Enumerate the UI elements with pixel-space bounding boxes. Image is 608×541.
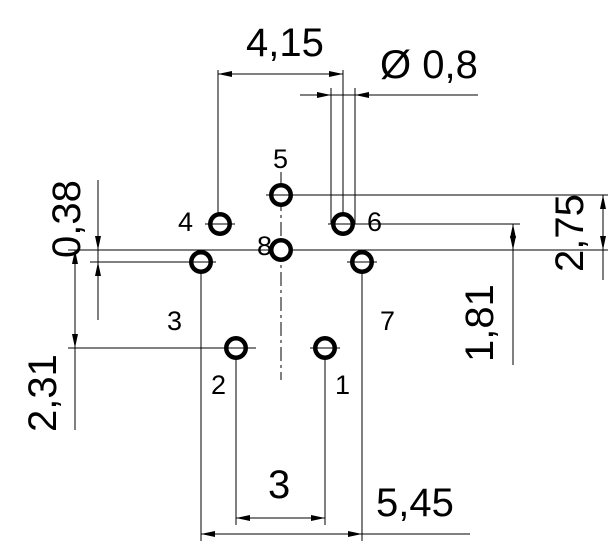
arrow-5-45-right [348, 531, 362, 537]
dim-label-4-15: 4,15 [246, 21, 324, 65]
pin-label-5: 5 [273, 144, 288, 174]
arrow-0-38-top [95, 236, 101, 250]
pin-label-4: 4 [178, 207, 193, 237]
arrow-0-38-bottom [95, 262, 101, 276]
dim-label-2-31: 2,31 [21, 354, 65, 432]
hole-pin-7 [347, 250, 377, 274]
hole-pin-1 [310, 336, 340, 360]
arrow-2-75-top [600, 195, 606, 209]
dimension-labels: 4,15 Ø 0,8 3 5,45 0,38 2,75 1,81 2,31 [21, 21, 592, 525]
arrow-3-right [311, 515, 325, 521]
arrow-1-81-bottom [510, 236, 516, 250]
arrow-dia-left [317, 92, 331, 98]
hole-pin-8 [269, 238, 293, 262]
pin-label-6: 6 [367, 207, 382, 237]
dim-label-2-75: 2,75 [548, 194, 592, 272]
arrow-4-15-right [329, 71, 343, 77]
pin-labels: 5 4 6 8 3 7 2 1 [167, 144, 395, 400]
dim-label-5-45: 5,45 [376, 481, 454, 525]
arrow-1-81-top [510, 224, 516, 238]
hole-pin-6 [328, 212, 358, 236]
hole-pin-2 [221, 336, 256, 360]
dimension-lines [72, 71, 606, 537]
extension-lines [68, 70, 608, 541]
dim-label-0-38: 0,38 [45, 180, 89, 258]
dim-label-3: 3 [268, 463, 290, 507]
arrow-3-left [236, 515, 250, 521]
arrow-2-31-bottom [72, 334, 78, 348]
dim-label-1-81: 1,81 [458, 284, 502, 362]
arrow-4-15-left [218, 71, 232, 77]
hole-pin-4 [205, 212, 235, 236]
pin-label-8: 8 [257, 231, 272, 261]
arrow-2-75-bottom [600, 236, 606, 250]
arrow-dia-right [355, 92, 369, 98]
pin-label-1: 1 [335, 370, 350, 400]
arrow-5-45-left [201, 531, 215, 537]
hole-pin-3 [186, 250, 216, 274]
hole-pin-5 [266, 183, 296, 207]
pin-label-2: 2 [211, 370, 226, 400]
pin-label-7: 7 [380, 306, 395, 336]
dim-label-diameter: Ø 0,8 [380, 43, 478, 87]
pin-holes [186, 183, 377, 360]
pin-label-3: 3 [167, 306, 182, 336]
arrow-2-31-top [72, 250, 78, 264]
